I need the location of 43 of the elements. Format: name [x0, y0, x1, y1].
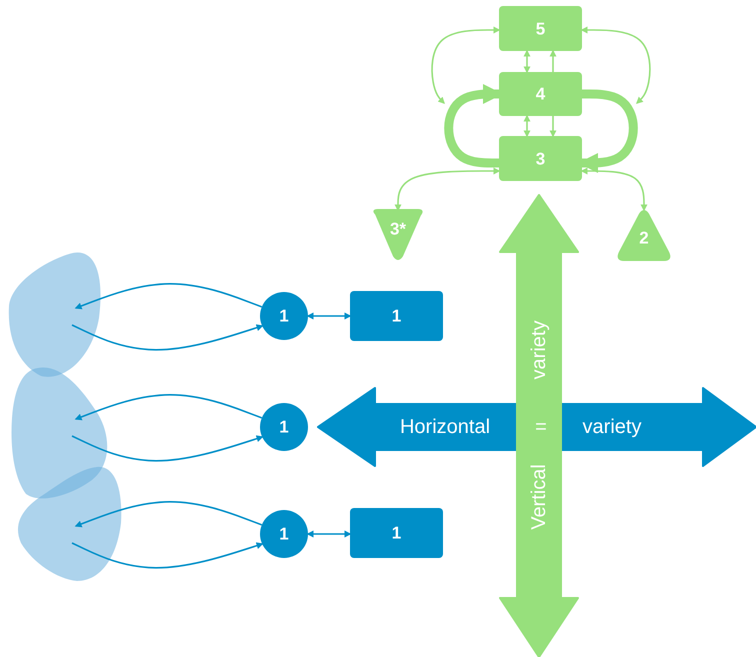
- process-box: [499, 136, 582, 181]
- arrow: [72, 435, 264, 462]
- node-label: 4: [536, 86, 546, 102]
- node-label: 1: [279, 308, 289, 324]
- arrow: [550, 116, 556, 138]
- node-label: 5: [536, 20, 546, 37]
- process-box: [350, 508, 443, 558]
- arrow: [524, 50, 530, 74]
- circle-node: [260, 403, 308, 451]
- arrow: [74, 283, 262, 310]
- node-label: Horizontal: [400, 417, 490, 437]
- node-label: 1: [392, 308, 402, 324]
- arrow: [72, 542, 264, 569]
- equals-sign: =: [535, 417, 547, 437]
- process-box: [499, 72, 582, 116]
- triangle-node: [618, 210, 670, 260]
- arrow: [524, 114, 530, 138]
- node-label: 3*: [390, 220, 406, 238]
- node-label: 1: [279, 526, 289, 542]
- arrow: [431, 26, 500, 104]
- arrow: [72, 324, 264, 351]
- node-label: 2: [639, 230, 649, 246]
- circle-node: [260, 510, 308, 558]
- arrow: [550, 50, 556, 72]
- node-label: 1: [392, 524, 402, 542]
- double-headed-band: [500, 195, 578, 657]
- node-label: variety: [529, 320, 549, 380]
- arrow: [74, 501, 262, 528]
- arrow: [306, 312, 352, 320]
- blob-shape: [17, 465, 124, 581]
- arrow: [306, 530, 352, 538]
- arrow: [580, 168, 648, 212]
- node-label: Vertical: [529, 464, 549, 530]
- node-label: 1: [279, 418, 289, 436]
- process-box: [499, 6, 582, 51]
- arrow: [580, 26, 651, 104]
- node-label: variety: [582, 417, 642, 437]
- triangle-node: [372, 210, 424, 260]
- node-label: 3: [536, 150, 546, 167]
- arrow: [74, 394, 262, 420]
- process-box: [350, 291, 443, 341]
- arrow: [394, 168, 500, 212]
- circle-node: [260, 292, 308, 340]
